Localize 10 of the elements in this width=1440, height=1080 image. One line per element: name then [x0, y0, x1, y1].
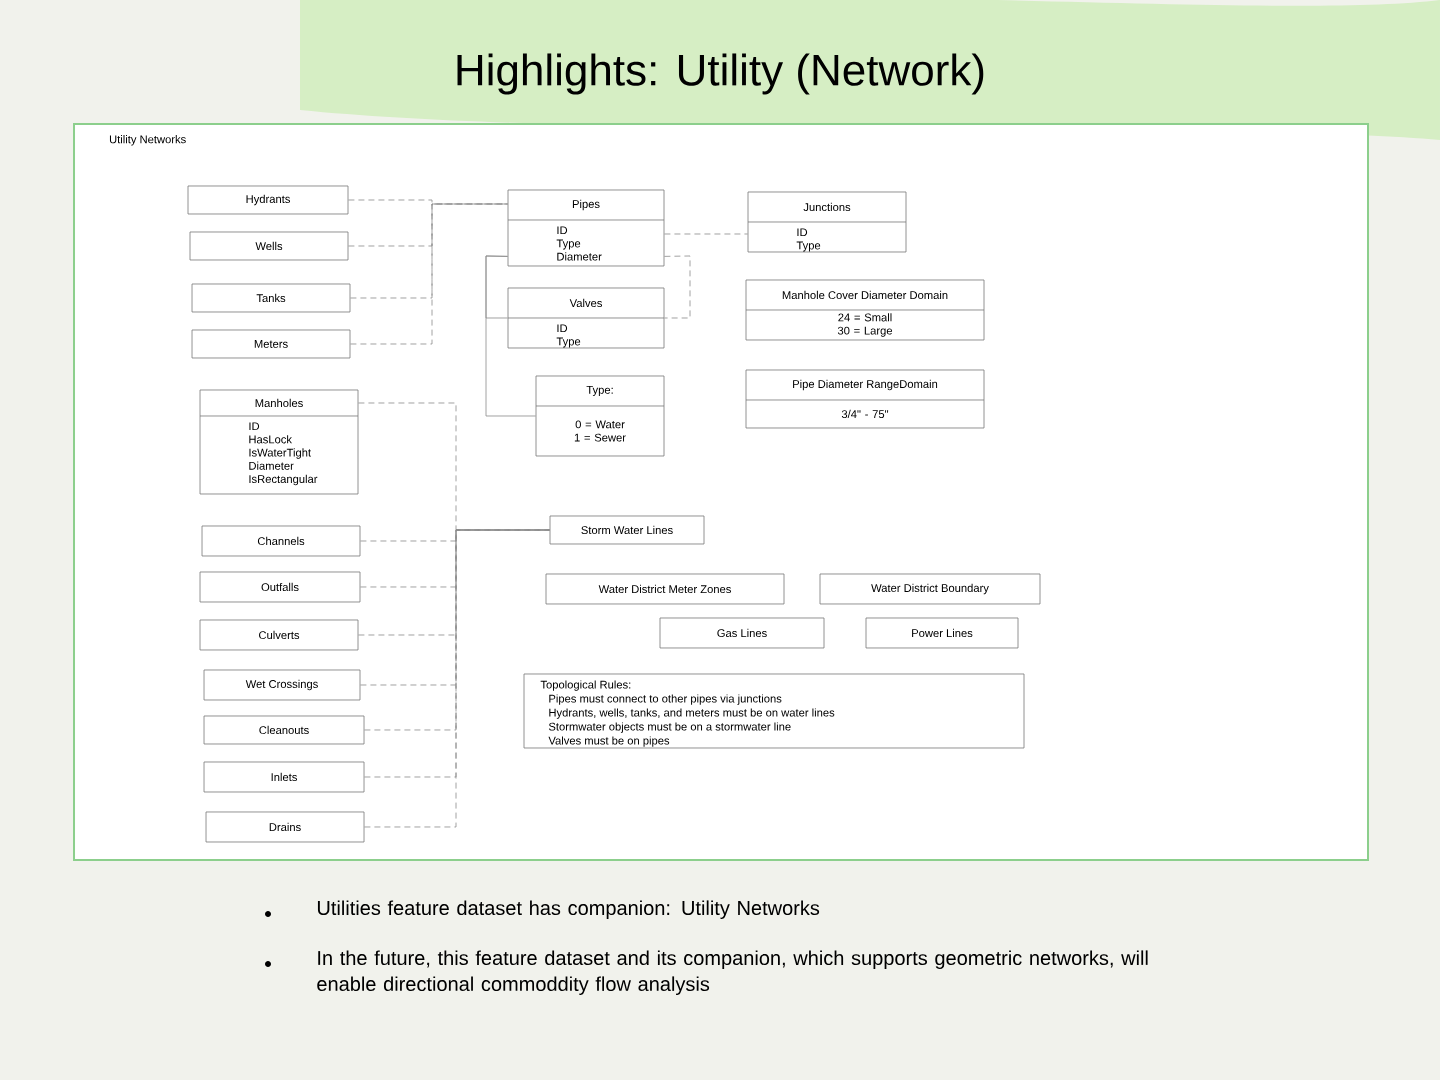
- bullet-point: In the future, this feature dataset and its companion, which supports geometric networks, will enable directional commoddity flow analysis: [265, 950, 1148, 995]
- bullet-point: Utilities feature dataset has companion: Utility Networks: [265, 900, 820, 919]
- slide-title: Highlights: Utility (Network): [457, 53, 984, 95]
- connector-line: [350, 203, 508, 345]
- connector-line: [664, 255, 691, 319]
- connector-line: [364, 529, 550, 828]
- connector-line: [485, 255, 536, 417]
- connector-line: [350, 203, 508, 299]
- connector-line: [364, 529, 550, 731]
- connector-line: [664, 233, 748, 235]
